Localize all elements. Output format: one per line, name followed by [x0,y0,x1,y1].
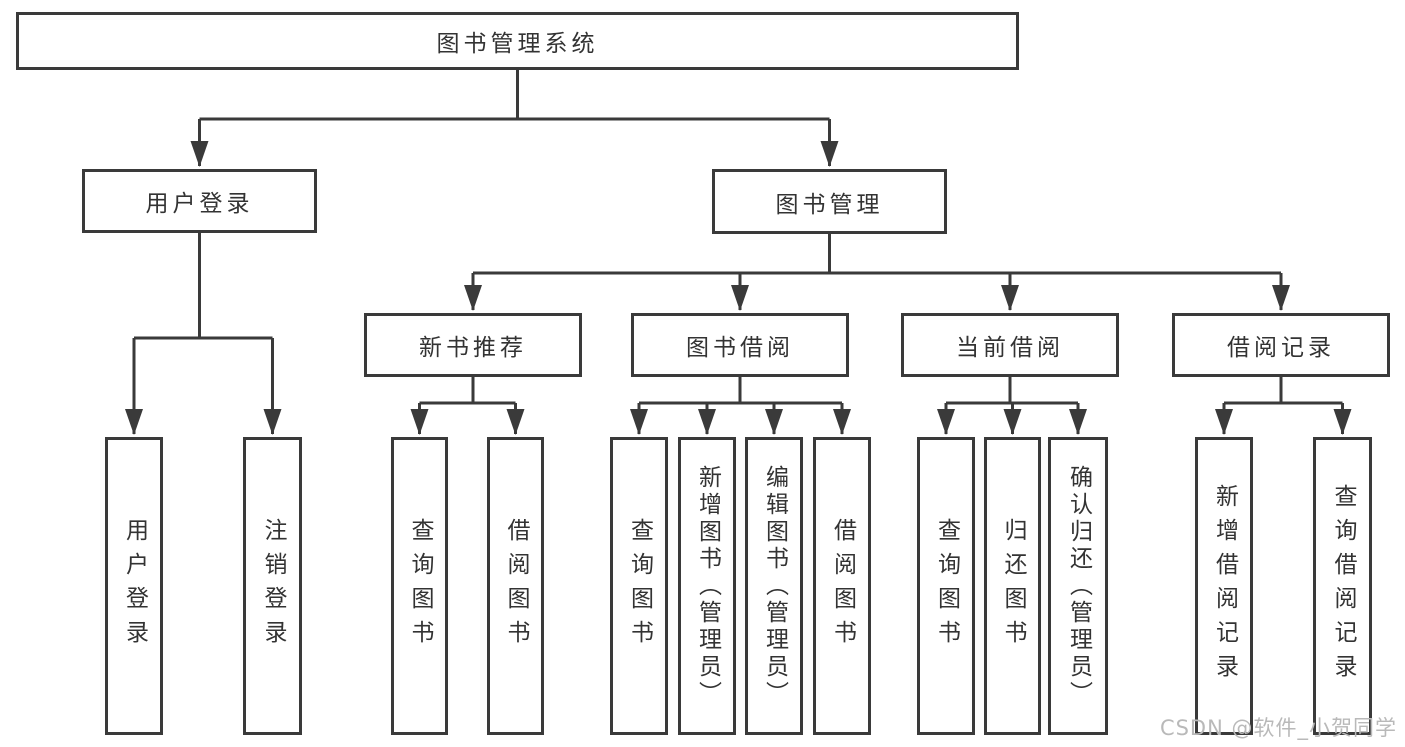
node-user-login: 用户登录 [82,169,317,233]
leaf-query-borrow-record-label: 查询借阅记录 [1330,484,1356,688]
leaf-query-books-recommend: 查询图书 [391,437,448,735]
leaf-edit-books-admin-label: 编辑图书（管理员） [761,464,788,708]
node-root-system: 图书管理系统 [16,12,1019,70]
leaf-query-books-borrow: 查询图书 [610,437,668,735]
leaf-add-books-admin-label: 新增图书（管理员） [694,464,721,708]
leaf-user-login: 用户登录 [105,437,163,735]
node-new-book-recommend: 新书推荐 [364,313,582,377]
leaf-query-books-borrow-label: 查询图书 [626,518,653,654]
edge-root-trunk [199,70,830,121]
edge-book-borrow-trunk [639,377,842,405]
leaf-query-borrow-record: 查询借阅记录 [1313,437,1372,735]
leaf-borrow-books-recommend-label: 借阅图书 [503,518,529,654]
leaf-logout-label: 注销登录 [260,518,286,654]
edge-user-login-trunk [134,233,273,340]
leaf-borrow-books: 借阅图书 [813,437,871,735]
leaf-add-borrow-record-label: 新增借阅记录 [1211,484,1238,688]
leaf-add-borrow-record: 新增借阅记录 [1195,437,1253,735]
leaf-confirm-return-admin-label: 确认归还（管理员） [1065,464,1092,708]
leaf-query-books-current: 查询图书 [917,437,975,735]
leaf-query-books-current-label: 查询图书 [933,518,960,654]
leaf-logout: 注销登录 [243,437,302,735]
edge-borrow-records-trunk [1224,377,1343,405]
node-book-management: 图书管理 [712,169,947,234]
leaf-return-books: 归还图书 [984,437,1041,735]
leaf-confirm-return-admin: 确认归还（管理员） [1048,437,1108,735]
node-borrow-records: 借阅记录 [1172,313,1390,377]
leaf-user-login-label: 用户登录 [121,518,148,654]
edge-current-borrow-trunk [946,377,1078,405]
leaf-borrow-books-label: 借阅图书 [829,518,856,654]
leaf-query-books-recommend-label: 查询图书 [407,518,433,654]
leaf-add-books-admin: 新增图书（管理员） [678,437,736,735]
edge-new-books-trunk [419,377,516,405]
edge-book-mgmt-trunk [473,234,1281,275]
node-book-borrow: 图书借阅 [631,313,849,377]
csdn-watermark: CSDN @软件_小贺同学 [1159,716,1397,740]
leaf-borrow-books-recommend: 借阅图书 [487,437,544,735]
leaf-edit-books-admin: 编辑图书（管理员） [745,437,803,735]
leaf-return-books-label: 归还图书 [1000,518,1026,654]
node-current-borrow: 当前借阅 [901,313,1119,377]
